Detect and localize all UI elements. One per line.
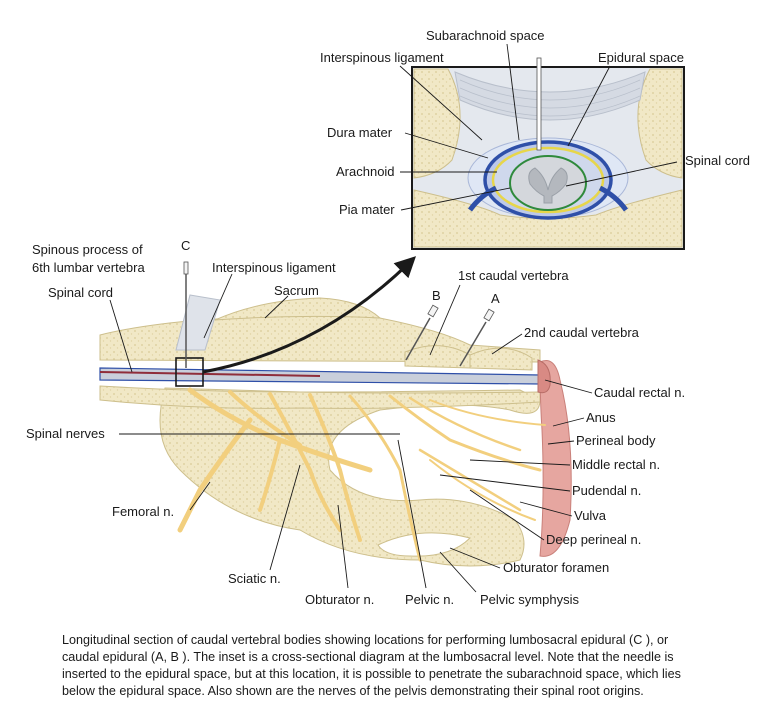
inset-grey-matter (528, 167, 568, 204)
label-spinous-process-line1: Spinous process of (32, 242, 143, 257)
inset-nerve-root-left (467, 185, 498, 212)
main-text-labels: C B A Spinous process of 6th lumbar vert… (26, 238, 685, 607)
label-needle-b: B (432, 288, 441, 303)
label-subarachnoid-space: Subarachnoid space (426, 28, 545, 43)
label-deep-perineal-n: Deep perineal n. (546, 532, 641, 547)
label-perineal-body: Perineal body (576, 433, 656, 448)
label-caudal-rectal-n: Caudal rectal n. (594, 385, 685, 400)
caption-line-4: below the epidural space. Also shown are… (62, 684, 644, 698)
caption-line-3: inserted to the epidural space, but at t… (62, 667, 681, 681)
vertebral-bodies (99, 385, 541, 409)
inset-ligament (454, 71, 646, 121)
label-first-caudal-vertebra: 1st caudal vertebra (458, 268, 569, 283)
epidural-anatomy-diagram: Subarachnoid space Interspinous ligament… (26, 28, 750, 607)
label-interspinous-ligament: Interspinous ligament (212, 260, 336, 275)
label-spinous-process-line2: 6th lumbar vertebra (32, 260, 145, 275)
label-anus: Anus (586, 410, 616, 425)
leader-lines (109, 43, 678, 593)
interspinous-ligament-main (175, 294, 221, 351)
label-arachnoid: Arachnoid (336, 164, 395, 179)
inset-lamina-left (413, 68, 461, 179)
rectum (539, 360, 572, 557)
inset-cross-section (411, 57, 685, 250)
label-obturator-n: Obturator n. (305, 592, 374, 607)
needle-a (459, 308, 495, 367)
label-needle-a: A (491, 291, 500, 306)
label-pia-mater: Pia mater (339, 202, 395, 217)
inset-nerve-root-right (598, 185, 629, 212)
label-spinal-cord: Spinal cord (48, 285, 113, 300)
inset-text-labels: Subarachnoid space Interspinous ligament… (320, 28, 750, 217)
sacrum (214, 297, 382, 321)
label-sciatic-n: Sciatic n. (228, 571, 281, 586)
label-vulva: Vulva (574, 508, 607, 523)
label-inset-interspinous-ligament: Interspinous ligament (320, 50, 444, 65)
label-pudendal-n: Pudendal n. (572, 483, 641, 498)
inset-pia-mater (509, 155, 587, 211)
label-dura-mater: Dura mater (327, 125, 393, 140)
pelvis-bone (159, 387, 541, 567)
label-middle-rectal-n: Middle rectal n. (572, 457, 660, 472)
needle-b (405, 304, 439, 361)
label-epidural-space: Epidural space (598, 50, 684, 65)
caudal-vertebra-2 (469, 347, 533, 371)
inset-needle (536, 57, 542, 151)
pelvic-nerves (177, 387, 546, 562)
caption-line-1: Longitudinal section of caudal vertebral… (62, 633, 669, 647)
anus (537, 359, 551, 394)
obturator-foramen (377, 532, 471, 557)
label-femoral-n: Femoral n. (112, 504, 174, 519)
label-sacrum: Sacrum (274, 283, 319, 298)
figure-caption: Longitudinal section of caudal vertebral… (62, 632, 742, 700)
caption-line-2: caudal epidural (A, B ). The inset is a … (62, 650, 674, 664)
label-spinal-nerves: Spinal nerves (26, 426, 105, 441)
label-pelvic-n: Pelvic n. (405, 592, 454, 607)
inset-arrow (202, 256, 417, 374)
inset-ligament-fibres (459, 79, 641, 117)
label-second-caudal-vertebra: 2nd caudal vertebra (524, 325, 640, 340)
spinal-cord-main (99, 371, 321, 377)
label-needle-c: C (181, 238, 190, 253)
needle-c (183, 261, 189, 368)
longitudinal-section (99, 256, 572, 567)
label-obturator-foramen: Obturator foramen (503, 560, 609, 575)
label-pelvic-symphysis: Pelvic symphysis (480, 592, 579, 607)
label-inset-spinal-cord: Spinal cord (685, 153, 750, 168)
